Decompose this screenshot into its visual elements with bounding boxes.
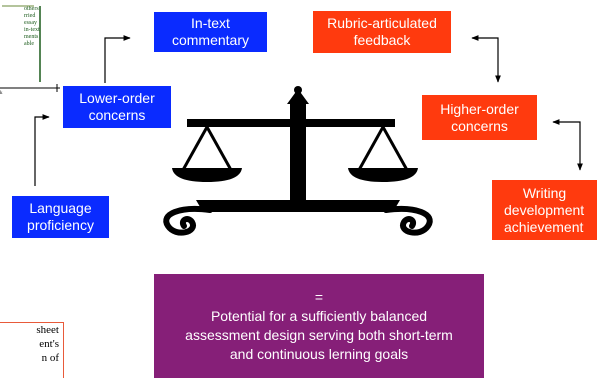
lower-order-concerns-box: Lower-order concerns: [63, 86, 171, 128]
box-label-line: Language: [29, 200, 92, 216]
arrow-language-to-lower: [34, 114, 50, 186]
clip-top-line: ments: [24, 34, 39, 40]
cropped-text-fragment: sheet ent's n of: [0, 322, 64, 378]
language-proficiency-box: Language proficiency: [12, 196, 109, 238]
clip-top-text: others rried essay in-text ments able: [24, 6, 60, 48]
arrow-lower-to-intext: [104, 35, 131, 83]
box-label-line: and continuous lerning goals: [229, 346, 409, 362]
higher-order-concerns-box: Higher-order concerns: [422, 95, 537, 140]
cropped-chart-fragment: k others rried essay in-text ments able: [0, 0, 60, 96]
box-label-line: In-text: [191, 15, 230, 31]
box-label-line: Higher-order: [440, 100, 519, 117]
box-label-line: concerns: [88, 107, 146, 123]
box-label-line: feedback: [353, 32, 411, 48]
box-label-line: achievement: [504, 218, 584, 235]
clip-bottom-line: ent's: [39, 338, 59, 350]
clip-top-line: essay: [24, 20, 37, 26]
arrow-higher-to-writing: [552, 119, 583, 171]
box-label-line: Rubric-articulated: [327, 15, 437, 31]
box-label-line: assessment design serving both short-ter…: [185, 327, 453, 343]
in-text-commentary-box: In-text commentary: [154, 12, 267, 52]
rubric-feedback-box: Rubric-articulated feedback: [313, 11, 451, 53]
clip-top-line: able: [24, 41, 34, 47]
chart-fragment-graphic: k: [0, 5, 60, 96]
box-label-line: commentary: [171, 32, 250, 48]
equals-sign: =: [314, 289, 324, 305]
clip-top-line: others: [24, 6, 39, 12]
box-label-line: concerns: [451, 117, 508, 134]
box-label-line: Lower-order: [79, 90, 155, 106]
box-label-line: Writing: [522, 184, 567, 201]
svg-text:k: k: [0, 91, 3, 96]
box-label-line: development: [504, 201, 585, 218]
clip-top-line: rried: [24, 13, 36, 19]
box-label-line: Potential for a sufficiently balanced: [210, 308, 428, 324]
clip-bottom-line: n of: [41, 352, 59, 364]
balance-scale-icon: [163, 86, 433, 236]
balanced-assessment-box: = Potential for a sufficiently balanced …: [154, 274, 484, 378]
clip-top-line: in-text: [24, 27, 40, 33]
arrow-rubric-to-higher: [471, 35, 501, 83]
clip-bottom-line: sheet: [36, 324, 59, 336]
writing-development-box: Writing development achievement: [492, 180, 597, 240]
box-label-line: proficiency: [27, 217, 94, 233]
